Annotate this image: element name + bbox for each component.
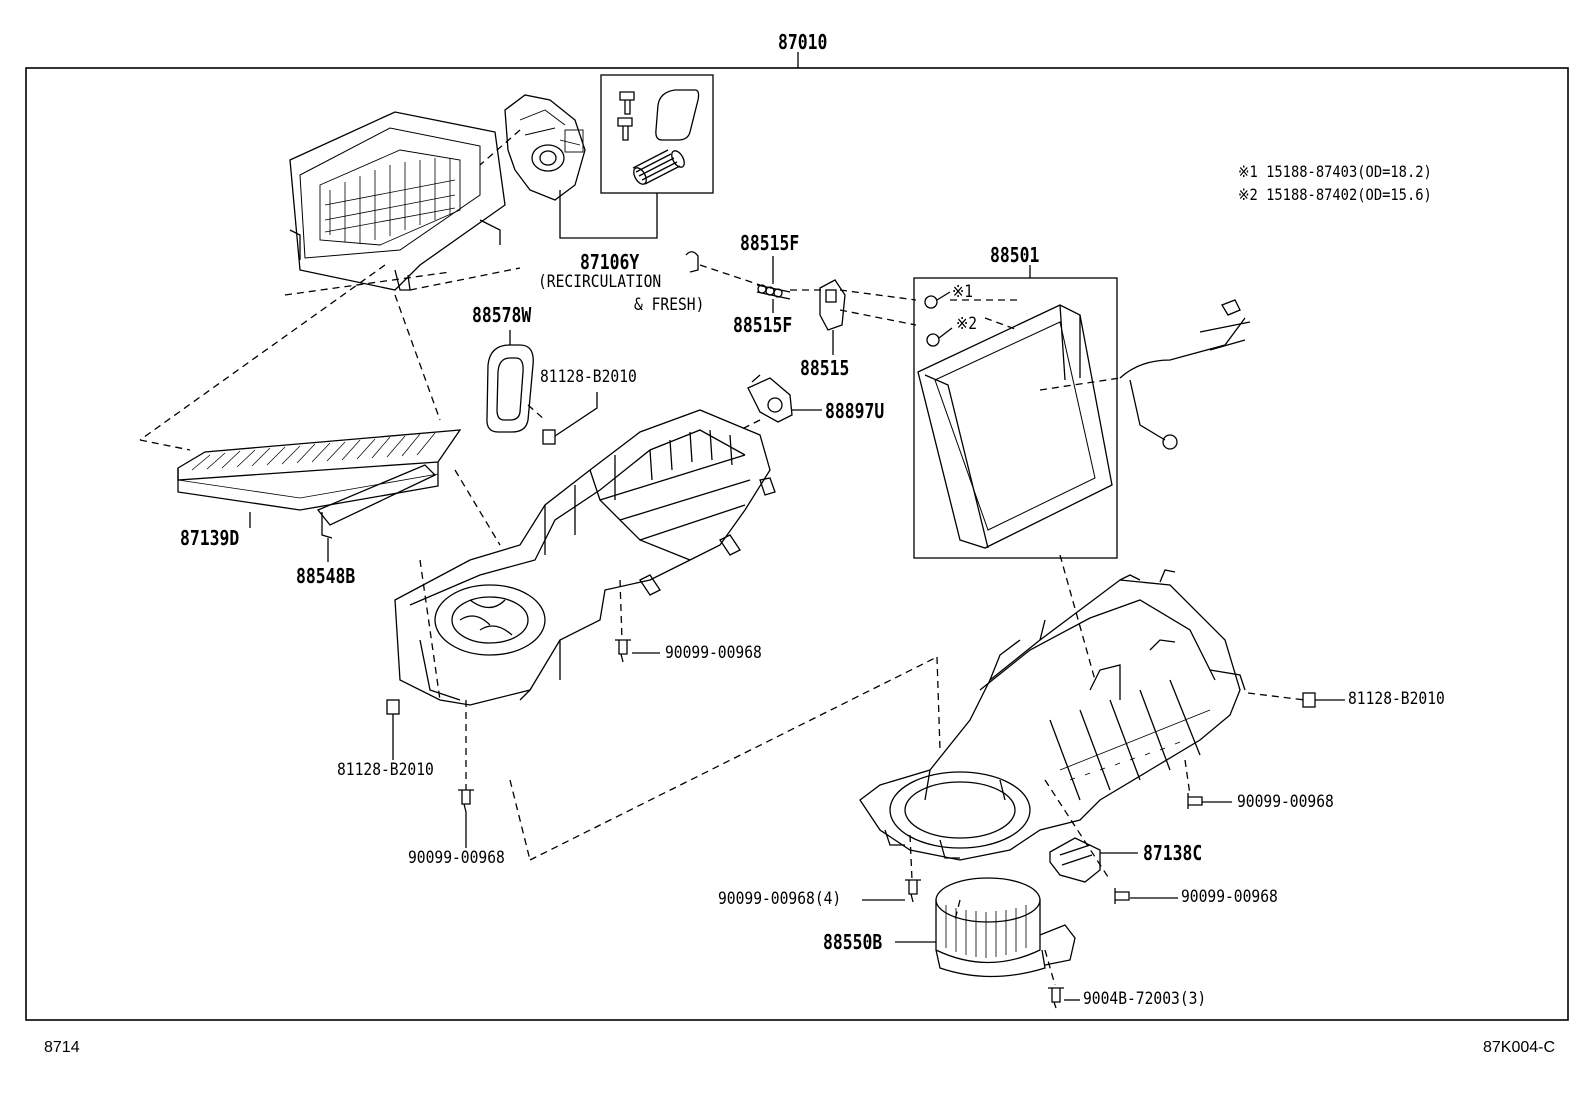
note-2-mark: ※2 <box>1238 185 1258 204</box>
screw-right2 <box>1114 888 1130 904</box>
note-1-size: (OD=18.2) <box>1357 162 1432 181</box>
part-label-88550B[interactable]: 88550B <box>823 930 883 954</box>
diagram-frame <box>25 67 1569 1021</box>
part-label-90099-right2[interactable]: 90099-00968 <box>1181 887 1278 907</box>
screw-right <box>1187 793 1203 809</box>
blower-housing-lower <box>859 569 1246 861</box>
part-label-88578W[interactable]: 88578W <box>472 303 532 327</box>
part-label-90099-4[interactable]: 90099-00968(4) <box>718 889 842 909</box>
screw-left <box>458 789 474 813</box>
note-row-1: ※1 15188-87403(OD=18.2) <box>1238 164 1432 180</box>
part-label-9004B[interactable]: 9004B-72003(3) <box>1083 989 1207 1009</box>
part-label-81128-top[interactable]: 81128-B2010 <box>540 367 637 387</box>
small-clip <box>685 251 699 273</box>
clip-81128-top <box>542 429 556 445</box>
sensor-88897U <box>747 374 793 423</box>
bracket-88548B <box>316 464 437 539</box>
part-label-88897U[interactable]: 88897U <box>825 399 885 423</box>
note-1-mark: ※1 <box>1238 162 1258 181</box>
screw-90099-4 <box>905 879 921 903</box>
part-label-88501[interactable]: 88501 <box>990 243 1040 267</box>
part-label-81128-left[interactable]: 81128-B2010 <box>337 760 434 780</box>
part-label-87138C[interactable]: 87138C <box>1143 841 1203 865</box>
blower-motor-88550B <box>935 877 1076 978</box>
assembly-number-label[interactable]: 87010 <box>778 30 828 54</box>
part-label-88548B[interactable]: 88548B <box>296 564 356 588</box>
evaporator-88501 <box>917 291 1113 549</box>
blower-housing-upper <box>394 409 776 706</box>
part-label-90099-left[interactable]: 90099-00968 <box>408 848 505 868</box>
footer-left-code: 8714 <box>44 1039 80 1056</box>
leader-87106Y <box>559 190 658 239</box>
air-filter-87139D <box>177 429 462 511</box>
screw-center <box>615 639 631 663</box>
mark-2: ※2 <box>956 314 978 334</box>
part-label-87139D[interactable]: 87139D <box>180 526 240 550</box>
leader-81128-top <box>554 392 598 437</box>
resistor-87138C <box>1049 837 1101 883</box>
kit-box <box>600 74 714 194</box>
evaporator-box <box>913 277 1118 559</box>
part-label-88515[interactable]: 88515 <box>800 356 850 380</box>
note-2-part[interactable]: 15188-87402 <box>1266 185 1358 204</box>
mark-1: ※1 <box>952 282 974 302</box>
note-1-part[interactable]: 15188-87403 <box>1266 162 1358 181</box>
note-2-size: (OD=15.6) <box>1357 185 1432 204</box>
part-label-88515F-bottom[interactable]: 88515F <box>733 313 793 337</box>
part-label-90099-center[interactable]: 90099-00968 <box>665 643 762 663</box>
part-label-90099-right[interactable]: 90099-00968 <box>1237 792 1334 812</box>
servo-motor-87106Y <box>504 94 586 201</box>
part-label-81128-right[interactable]: 81128-B2010 <box>1348 689 1445 709</box>
note-row-2: ※2 15188-87402(OD=15.6) <box>1238 187 1432 203</box>
part-label-87106Y[interactable]: 87106Y <box>580 250 640 274</box>
clip-81128-right <box>1302 692 1316 708</box>
part-desc-87106Y-line1: (RECIRCULATION <box>538 272 662 292</box>
part-desc-87106Y-line2: & FRESH) <box>634 295 705 315</box>
clip-81128-left <box>386 699 400 715</box>
wire-harness <box>1119 299 1251 450</box>
part-label-88515F-top[interactable]: 88515F <box>740 231 800 255</box>
heater-case-housing <box>289 111 506 291</box>
seal-88578W <box>486 344 534 433</box>
screw-9004B <box>1048 987 1064 1009</box>
valve-88515 <box>819 279 846 331</box>
oring-88515F <box>756 284 791 300</box>
footer-right-code: 87K004-C <box>1483 1039 1556 1056</box>
dashed-guides <box>139 129 1306 986</box>
